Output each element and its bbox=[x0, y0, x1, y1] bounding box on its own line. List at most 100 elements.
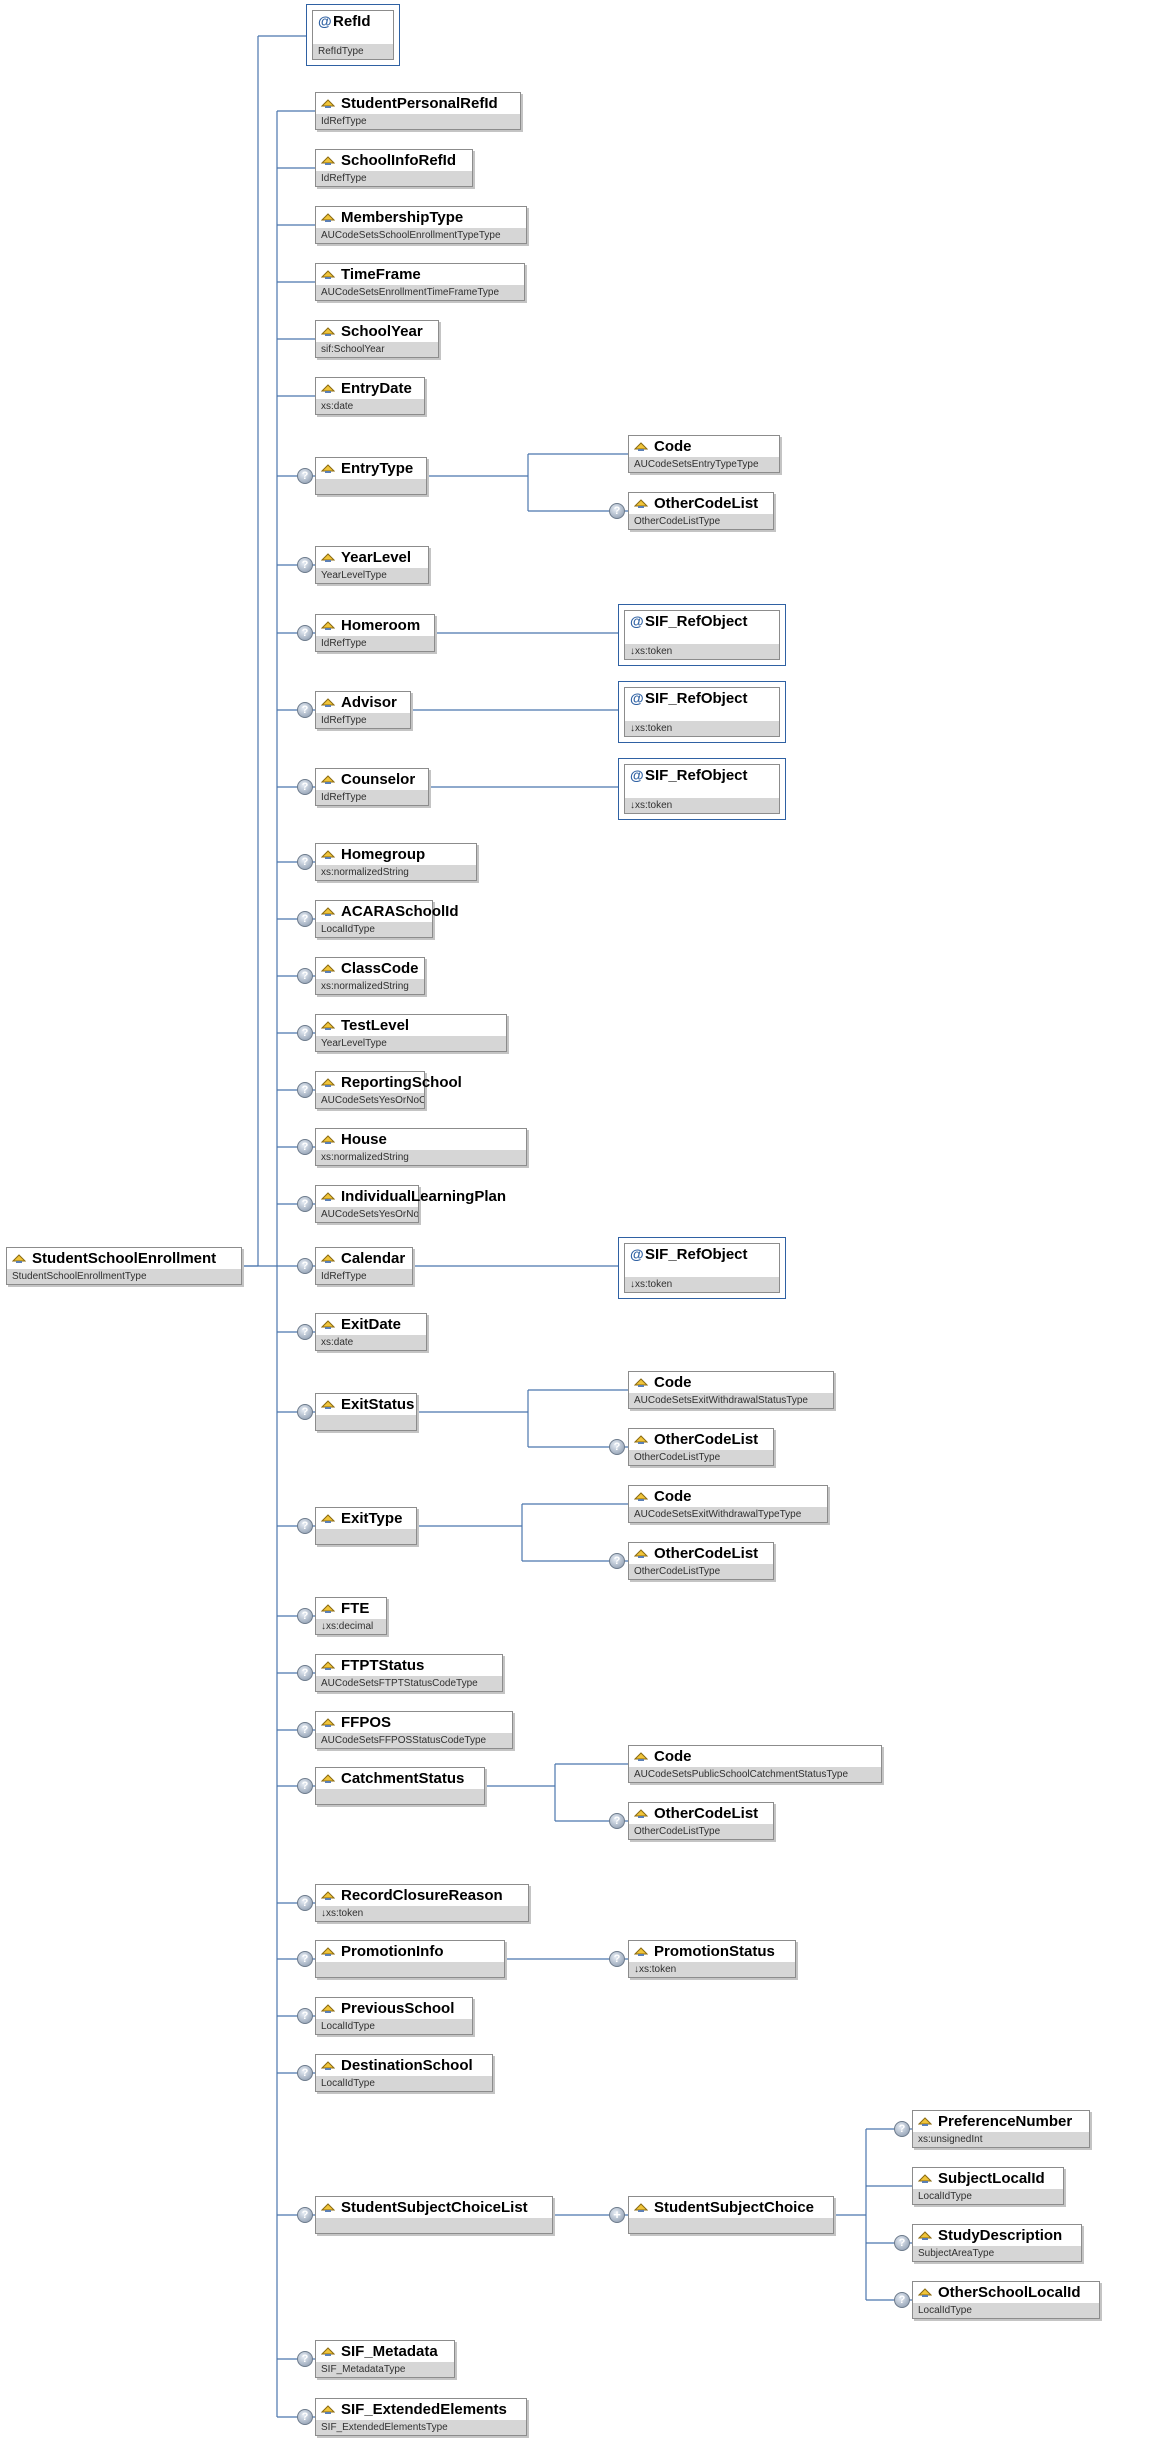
attribute-type: ↓xs:token bbox=[625, 721, 779, 736]
child-promotionstatus[interactable]: PromotionStatus↓xs:token bbox=[628, 1940, 796, 1978]
optional-icon: ? bbox=[297, 2207, 313, 2223]
element-fte[interactable]: FTE ↓xs:decimal bbox=[315, 1597, 387, 1635]
attribute-name: SIF_RefObject bbox=[645, 767, 748, 784]
sif-refobject-attribute[interactable]: @SIF_RefObject↓xs:token bbox=[618, 1237, 786, 1299]
element-schoolyear[interactable]: SchoolYear sif:SchoolYear bbox=[315, 320, 439, 358]
optional-icon: ? bbox=[297, 779, 313, 795]
element-entrytype[interactable]: EntryType bbox=[315, 457, 427, 495]
element-type: LocalIdType bbox=[913, 2303, 1099, 2318]
sif-refobject-attribute[interactable]: @SIF_RefObject↓xs:token bbox=[618, 604, 786, 666]
element-type: sif:SchoolYear bbox=[316, 342, 438, 357]
child-studentsubjectchoice[interactable]: StudentSubjectChoice bbox=[628, 2196, 834, 2234]
optional-icon: ? bbox=[297, 702, 313, 718]
element-individuallearningplan[interactable]: IndividualLearningPlanAUCodeSetsYesOrNoC… bbox=[315, 1185, 506, 1223]
element-type: xs:date bbox=[316, 399, 424, 414]
element-name: Advisor bbox=[341, 694, 397, 711]
element-name: EntryType bbox=[341, 460, 414, 477]
element-icon bbox=[918, 2174, 932, 2183]
attribute-type: ↓xs:token bbox=[625, 644, 779, 659]
optional-icon: ? bbox=[297, 911, 313, 927]
element-type: IdRefType bbox=[316, 790, 428, 805]
sif-refobject-attribute[interactable]: @SIF_RefObject↓xs:token bbox=[618, 758, 786, 820]
sif-refobject-attribute[interactable]: @SIF_RefObject↓xs:token bbox=[618, 681, 786, 743]
element-icon bbox=[321, 2061, 335, 2070]
optional-icon: ? bbox=[297, 1665, 313, 1681]
element-type: ↓xs:decimal bbox=[316, 1619, 386, 1634]
element-name: ExitDate bbox=[341, 1316, 402, 1333]
optional-icon: ? bbox=[297, 1139, 313, 1155]
optional-icon: ? bbox=[297, 1608, 313, 1624]
element-exitstatus[interactable]: ExitStatus bbox=[315, 1393, 417, 1431]
element-type: AUCodeSetsYesOrNoCategoryType bbox=[316, 1207, 418, 1222]
attribute-icon: @ bbox=[630, 767, 644, 783]
element-icon bbox=[321, 1661, 335, 1670]
element-recordclosurereason[interactable]: RecordClosureReason↓xs:token bbox=[315, 1884, 529, 1922]
root-element[interactable]: StudentSchoolEnrollment StudentSchoolEnr… bbox=[6, 1247, 242, 1285]
optional-icon: ? bbox=[297, 1722, 313, 1738]
attribute-type: RefIdType bbox=[313, 44, 393, 59]
optional-icon: ? bbox=[894, 2235, 910, 2251]
element-catchmentstatus[interactable]: CatchmentStatus bbox=[315, 1767, 485, 1805]
element-name: StudentPersonalRefId bbox=[341, 95, 498, 112]
element-type: YearLevelType bbox=[316, 568, 428, 583]
element-name: PromotionInfo bbox=[341, 1943, 444, 1960]
element-type: IdRefType bbox=[316, 636, 434, 651]
element-name: Homeroom bbox=[341, 617, 421, 634]
element-name: Calendar bbox=[341, 1250, 406, 1267]
element-promotioninfo[interactable]: PromotionInfo bbox=[315, 1940, 505, 1978]
element-icon bbox=[634, 442, 648, 451]
element-name: ClassCode bbox=[341, 960, 419, 977]
element-studentsubjectchoicelist[interactable]: StudentSubjectChoiceList bbox=[315, 2196, 553, 2234]
element-name: RecordClosureReason bbox=[341, 1887, 503, 1904]
optional-icon: ? bbox=[297, 1518, 313, 1534]
element-exittype[interactable]: ExitType bbox=[315, 1507, 417, 1545]
element-icon bbox=[321, 1718, 335, 1727]
element-name: FTE bbox=[341, 1600, 370, 1617]
element-icon bbox=[321, 1604, 335, 1613]
refid-attribute[interactable]: @ RefId RefIdType bbox=[306, 4, 400, 66]
element-icon bbox=[321, 621, 335, 630]
element-name: SIF_ExtendedElements bbox=[341, 2401, 507, 2418]
optional-icon: ? bbox=[297, 1082, 313, 1098]
element-name: SchoolYear bbox=[341, 323, 423, 340]
element-type: LocalIdType bbox=[316, 922, 432, 937]
element-name: OtherSchoolLocalId bbox=[938, 2284, 1081, 2301]
element-reportingschool[interactable]: ReportingSchoolAUCodeSetsYesOrNoCategory… bbox=[315, 1071, 462, 1109]
element-icon bbox=[321, 1021, 335, 1030]
element-name: Counselor bbox=[341, 771, 416, 788]
